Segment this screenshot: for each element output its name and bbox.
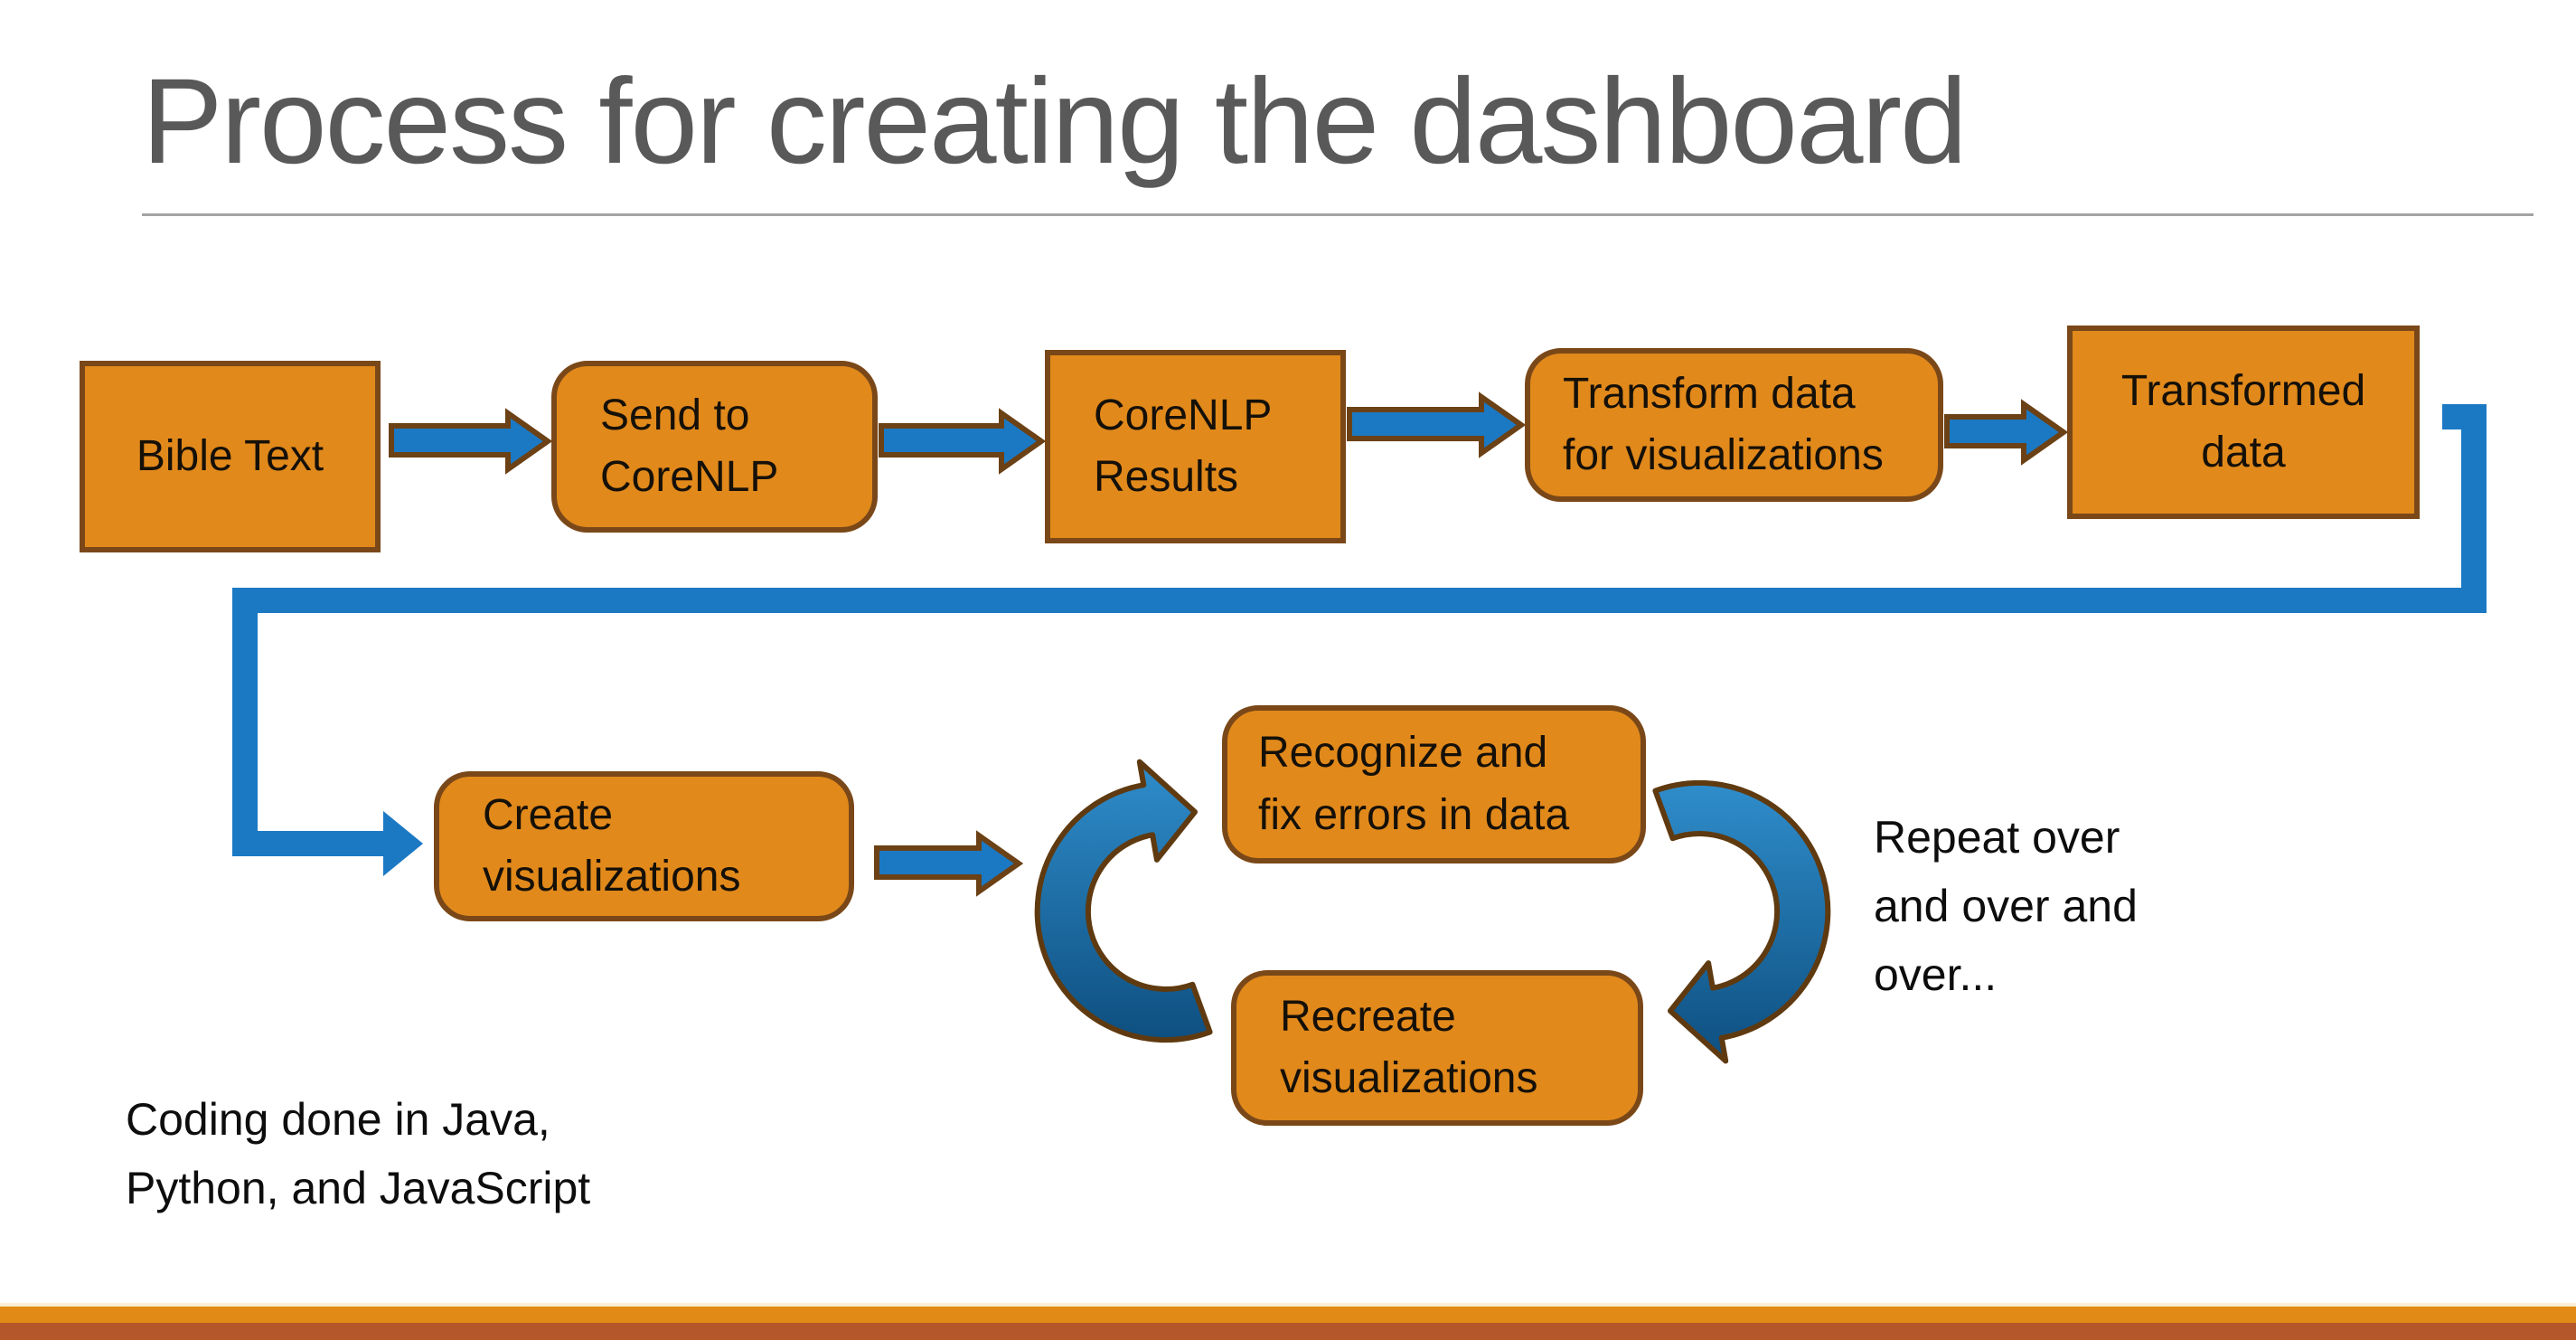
footer-stripe-cream bbox=[0, 1303, 2576, 1307]
elbow-arrowhead-icon bbox=[383, 811, 423, 876]
elbow-connector-icon bbox=[232, 404, 2487, 856]
arrow-send-to-results-icon bbox=[879, 408, 1047, 475]
flow-box-create-visualizations-label: Create visualizations bbox=[483, 790, 741, 901]
arrow-bible-to-send-icon bbox=[389, 408, 553, 475]
flow-box-send-to-corenlp-label: Send to CoreNLP bbox=[600, 391, 779, 501]
repeat-note: Repeat over and over and over... bbox=[1874, 812, 2138, 1000]
coding-note: Coding done in Java, Python, and JavaScr… bbox=[126, 1094, 591, 1213]
circular-arrow-down-icon bbox=[1652, 779, 1831, 1064]
slide-title: Process for creating the dashboard bbox=[142, 54, 1968, 189]
arrow-results-to-transform-icon bbox=[1347, 392, 1527, 458]
flow-box-corenlp-results-label: CoreNLP Results bbox=[1094, 391, 1273, 501]
flow-box-recognize-fix-errors: Recognize and fix errors in data bbox=[1222, 705, 1646, 863]
arrow-create-to-loop-icon bbox=[874, 830, 1024, 897]
flow-box-transformed-data: Transformed data bbox=[2067, 326, 2420, 519]
flow-box-transform-data-label: Transform data for visualizations bbox=[1563, 369, 1884, 479]
arrow-transform-to-transformed-icon bbox=[1944, 399, 2069, 466]
footer-stripe-rust bbox=[0, 1323, 2576, 1340]
flow-box-send-to-corenlp: Send to CoreNLP bbox=[551, 361, 878, 533]
flow-box-corenlp-results: CoreNLP Results bbox=[1045, 350, 1346, 543]
flow-box-transformed-data-label: Transformed data bbox=[2120, 366, 2366, 477]
flow-box-bible-text: Bible Text bbox=[80, 361, 381, 552]
title-divider bbox=[142, 213, 2534, 216]
circular-arrow-up-icon bbox=[1034, 759, 1213, 1043]
flow-box-create-visualizations: Create visualizations bbox=[434, 771, 854, 921]
flow-box-recreate-visualizations-label: Recreate visualizations bbox=[1280, 992, 1538, 1102]
flow-box-recreate-visualizations: Recreate visualizations bbox=[1231, 970, 1643, 1126]
flow-box-transform-data: Transform data for visualizations bbox=[1525, 348, 1943, 502]
flow-box-recognize-fix-errors-label: Recognize and fix errors in data bbox=[1258, 729, 1570, 839]
flow-box-bible-text-label: Bible Text bbox=[136, 431, 324, 480]
footer-stripe-orange bbox=[0, 1307, 2576, 1323]
